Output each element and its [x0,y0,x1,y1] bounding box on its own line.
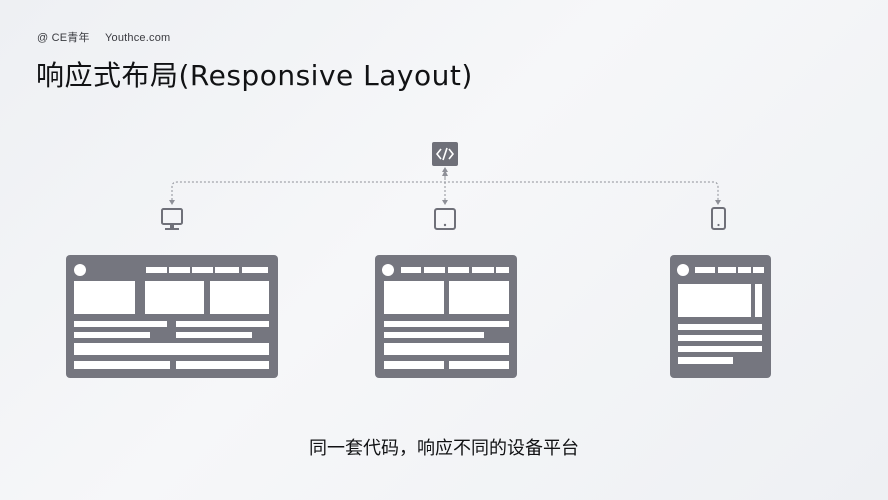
nav-item [718,267,736,273]
credit-line: @ CE青年 Youthce.com [37,29,182,45]
nav-item [424,267,445,273]
nav-item [448,267,469,273]
text-line [74,332,150,338]
credit-site: Youthce.com [104,32,171,44]
tablet-layout-wireframe [375,255,517,378]
avatar-dot [677,264,689,276]
content-card [678,284,751,317]
content-card [449,281,509,314]
text-line [678,357,733,364]
text-line [678,324,762,330]
content-banner [74,343,269,355]
avatar-dot [382,264,394,276]
content-banner [384,343,509,355]
text-line [384,332,484,338]
text-line [384,321,509,327]
nav-item [192,267,213,273]
credit-handle: @ CE青年 [37,32,90,44]
text-line [74,321,167,327]
tablet-icon [434,208,456,230]
connector-arrowheads [169,167,721,205]
nav-item [738,267,751,273]
nav-item [215,267,239,273]
text-line [176,332,252,338]
content-card [384,281,444,314]
footer-line [176,361,269,369]
connector-lines [171,170,719,200]
code-icon [432,142,458,166]
nav-item [169,267,190,273]
more-menu-icon [496,267,509,273]
nav-item [472,267,494,273]
page-title: 响应式布局(Responsive Layout) [36,59,473,92]
phone-icon [711,207,726,230]
scrollbar [755,284,762,317]
desktop-layout-wireframe [66,255,278,378]
nav-item [242,267,268,273]
more-menu-icon [753,267,764,273]
content-card [210,281,269,314]
desktop-monitor-icon [161,208,183,230]
footer-line [449,361,509,369]
footer-line [74,361,170,369]
text-line [678,346,762,352]
phone-layout-wireframe [670,255,771,378]
text-line [176,321,269,327]
nav-item [146,267,167,273]
caption: 同一套代码，响应不同的设备平台 [309,438,579,459]
avatar-dot [74,264,86,276]
content-card [74,281,135,314]
text-line [678,335,762,341]
nav-item [695,267,715,273]
content-card [145,281,204,314]
footer-line [384,361,444,369]
nav-item [401,267,421,273]
